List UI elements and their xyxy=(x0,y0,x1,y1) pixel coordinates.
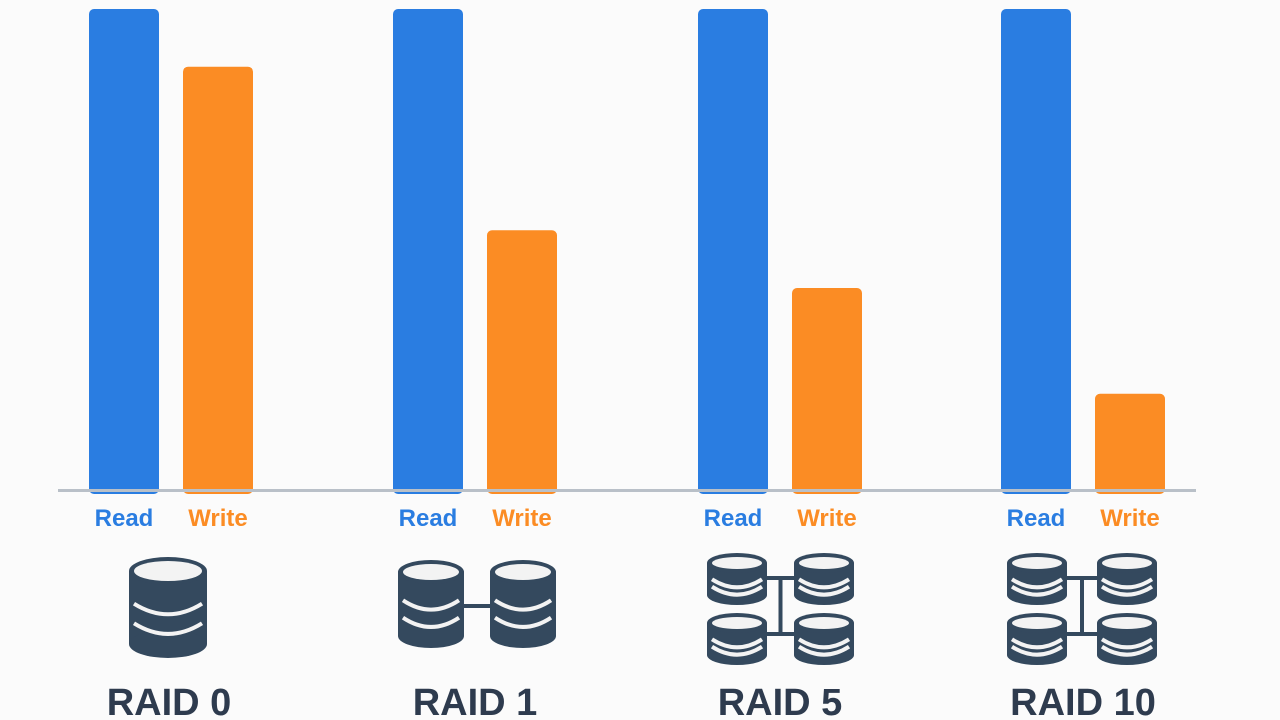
disk-band-line xyxy=(401,615,461,629)
disk-top-face xyxy=(1102,557,1152,569)
category-label-raid-5: RAID 5 xyxy=(718,682,843,720)
series-label-write: Write xyxy=(797,505,857,532)
disk-top-face xyxy=(1012,557,1062,569)
disk-band-line xyxy=(132,621,204,636)
x-axis-baseline xyxy=(58,489,1196,492)
bar-read-raid-0 xyxy=(89,9,159,494)
bar-write-raid-1 xyxy=(487,230,557,494)
disk-top-face xyxy=(712,557,762,569)
disk-top-face xyxy=(403,564,459,580)
single-disk-icon xyxy=(129,557,207,658)
disk-top-face xyxy=(495,564,551,580)
bar-write-raid-0 xyxy=(183,66,253,494)
disk-band-line xyxy=(1100,644,1154,657)
connector-line xyxy=(767,632,794,636)
connector-line xyxy=(778,576,783,636)
series-label-read: Read xyxy=(1007,505,1066,532)
bar-read-raid-5 xyxy=(698,9,768,494)
series-label-write: Write xyxy=(492,505,552,532)
series-label-read: Read xyxy=(399,505,458,532)
disk-bottom xyxy=(490,624,556,648)
disk-band-line xyxy=(1100,577,1154,590)
series-label-write: Write xyxy=(188,505,248,532)
disk-band-line xyxy=(493,615,553,629)
disk-band-line xyxy=(710,644,764,657)
disk-top-face xyxy=(134,561,202,581)
disk-band-line xyxy=(1100,637,1154,650)
series-label-read: Read xyxy=(95,505,154,532)
four-disk-array-icon xyxy=(1007,553,1157,665)
series-label-write: Write xyxy=(1100,505,1160,532)
bar-read-raid-10 xyxy=(1001,9,1071,494)
disk-top-face xyxy=(1012,617,1062,629)
connector-line xyxy=(462,604,494,608)
series-label-read: Read xyxy=(704,505,763,532)
disk-top-face xyxy=(1102,617,1152,629)
disk-band-line xyxy=(493,598,553,612)
disk-band-line xyxy=(1010,584,1064,597)
disk-band-line xyxy=(710,577,764,590)
disk-top-face xyxy=(799,617,849,629)
disk-band-line xyxy=(1100,584,1154,597)
category-label-raid-10: RAID 10 xyxy=(1010,682,1156,720)
disk-band-line xyxy=(1010,637,1064,650)
disk-bottom xyxy=(398,624,464,648)
disk-bottom xyxy=(129,630,207,658)
bar-write-raid-5 xyxy=(792,287,862,494)
disk-band-line xyxy=(797,637,851,650)
disk-band-line xyxy=(710,637,764,650)
mirrored-disks-icon xyxy=(398,560,556,648)
disk-band-line xyxy=(797,584,851,597)
bar-write-raid-10 xyxy=(1095,393,1165,494)
four-disk-array-icon xyxy=(707,553,854,665)
disk-band-line xyxy=(1010,644,1064,657)
disk-band-line xyxy=(797,644,851,657)
disk-band-line xyxy=(710,584,764,597)
connector-line xyxy=(1080,576,1084,636)
connector-line xyxy=(1067,632,1097,636)
category-label-raid-1: RAID 1 xyxy=(413,682,538,720)
disk-band-line xyxy=(797,577,851,590)
disk-band-line xyxy=(401,598,461,612)
disk-band-line xyxy=(132,601,204,617)
bar-read-raid-1 xyxy=(393,9,463,494)
disk-band-line xyxy=(1010,577,1064,590)
category-label-raid-0: RAID 0 xyxy=(107,682,232,720)
disk-top-face xyxy=(712,617,762,629)
disk-top-face xyxy=(799,557,849,569)
